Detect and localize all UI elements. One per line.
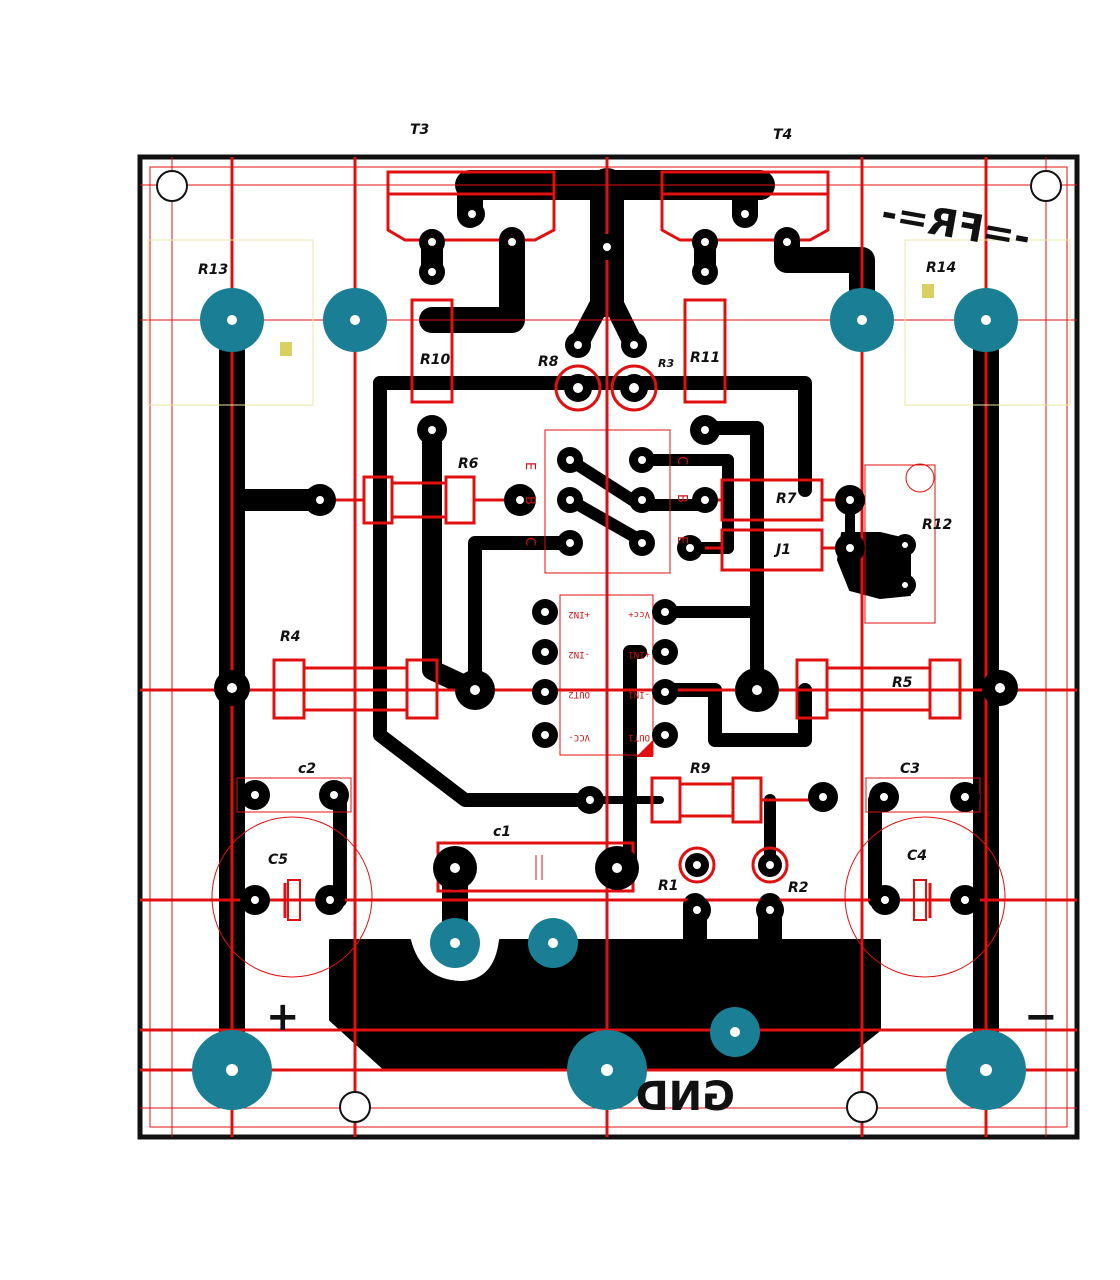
label-c3: C3 xyxy=(900,761,920,777)
ic-pin-p3: OUT2 xyxy=(568,689,590,699)
label-r8: R8 xyxy=(538,354,559,370)
label-r14: R14 xyxy=(926,260,956,276)
plus-sign: + xyxy=(266,994,300,1040)
tr-pin-left-c: C xyxy=(522,537,537,546)
label-r11: R11 xyxy=(690,350,720,366)
tr-pin-left-e: E xyxy=(522,462,537,470)
cap-outlines xyxy=(211,777,1006,978)
mounting-holes xyxy=(156,170,1062,1123)
tr-pin-left-b: B xyxy=(522,496,537,505)
ic-pin-p2: -IN2 xyxy=(568,649,590,659)
label-r13: R13 xyxy=(198,262,228,278)
label-r12: R12 xyxy=(922,517,952,533)
label-j1: J1 xyxy=(773,542,791,558)
tr-pin-right-c: C xyxy=(674,456,689,465)
label-r9: R9 xyxy=(690,761,711,777)
label-c4: C4 xyxy=(907,848,927,864)
label-r10: R10 xyxy=(420,352,451,368)
label-r5: R5 xyxy=(892,675,913,691)
ic-pin-p5: Vcc+ xyxy=(628,609,650,619)
gnd-label: GND xyxy=(635,1074,735,1120)
pad-holes xyxy=(226,210,1005,1076)
label-c2: c2 xyxy=(298,761,316,777)
label-c5: C5 xyxy=(268,852,288,868)
label-c1: c1 xyxy=(493,824,511,840)
ic-pin-p6: +IN1 xyxy=(628,649,650,659)
tr-pin-right-b: B xyxy=(674,494,689,503)
label-t3: T3 xyxy=(410,122,429,138)
label-r7: R7 xyxy=(776,491,797,507)
label-r4: R4 xyxy=(280,629,301,645)
ic-pin-p1: +IN2 xyxy=(568,609,590,619)
resistor-bodies-yellow xyxy=(147,239,1071,406)
label-t4: T4 xyxy=(773,127,792,143)
yellow-marks xyxy=(280,284,934,356)
ic-pin1-marker xyxy=(636,740,653,757)
ic-pin-p8: OUT1 xyxy=(628,732,650,742)
ic-pin-p7: -IN1 xyxy=(628,689,650,699)
label-r2: R2 xyxy=(788,880,809,896)
tr-pin-right-e: E xyxy=(674,536,689,544)
label-r6: R6 xyxy=(458,456,479,472)
ic-pin-p4: VCC- xyxy=(568,732,590,742)
label-r3: R3 xyxy=(658,357,674,370)
label-r1: R1 xyxy=(658,878,679,894)
minus-sign: − xyxy=(1024,994,1058,1040)
